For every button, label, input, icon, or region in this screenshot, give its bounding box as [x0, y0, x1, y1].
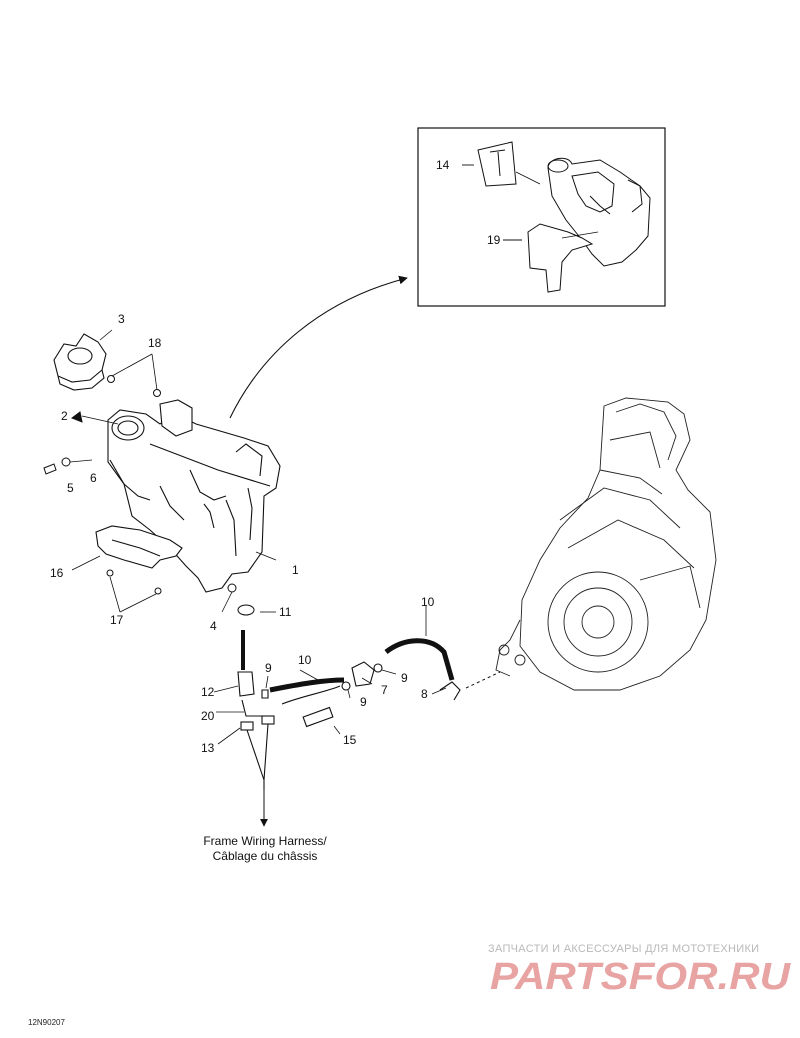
inset-view: [417, 127, 666, 307]
detail-arrow: [229, 275, 408, 419]
callout-9-b: 9: [360, 695, 367, 709]
callout-4: 4: [210, 619, 217, 633]
harness-label: Frame Wiring Harness/ Câblage du châssis: [180, 834, 350, 864]
engine-connection-line: [465, 671, 501, 689]
callout-9-a: 9: [265, 661, 272, 675]
callout-16: 16: [50, 566, 64, 580]
figure-code: 12N90207: [28, 1018, 65, 1027]
sensor-hose-assembly: [237, 630, 461, 790]
harness-label-line2: Câblage du châssis: [212, 849, 318, 863]
callout-19: 19: [487, 233, 501, 247]
callout-labels: 1 2 3 4 5 6 7 8 9 9 9 10 10 11 12 13 14 …: [50, 158, 501, 755]
callout-13: 13: [201, 741, 215, 755]
callout-3: 3: [118, 312, 125, 326]
callout-17: 17: [110, 613, 124, 627]
nut-icon: [153, 389, 161, 397]
callout-9-c: 9: [401, 671, 408, 685]
gasket-icon: [70, 411, 83, 423]
watermark-logo: PARTSFOR.RU: [490, 956, 792, 998]
callout-15: 15: [343, 733, 357, 747]
screw-icon: [106, 569, 114, 577]
svg-text:PARTSFOR.RU: PARTSFOR.RU: [490, 956, 792, 998]
callout-14: 14: [436, 158, 450, 172]
harness-label-line1: Frame Wiring Harness/: [203, 834, 327, 848]
inset-heat-shield: [527, 223, 599, 293]
callout-18: 18: [148, 336, 162, 350]
callout-5: 5: [67, 481, 74, 495]
leader-lines: [69, 329, 447, 745]
screw-icon: [43, 463, 57, 475]
grommet-icon: [237, 604, 255, 616]
inset-label-decal: [477, 141, 541, 187]
callout-8: 8: [421, 687, 428, 701]
inset-tank: [547, 157, 651, 267]
inset-frame: [417, 127, 666, 307]
callout-7: 7: [381, 683, 388, 697]
callout-2: 2: [61, 409, 68, 423]
hardware: [43, 375, 255, 616]
callout-11: 11: [279, 605, 292, 619]
filler-cap: [53, 333, 107, 391]
nut-icon: [107, 375, 115, 383]
callout-6: 6: [90, 471, 97, 485]
nut-icon: [227, 583, 237, 593]
callout-1: 1: [292, 563, 299, 577]
watermark-tagline: ЗАПЧАСТИ И АКСЕССУАРЫ ДЛЯ МОТОТЕХНИКИ: [488, 943, 760, 955]
callout-10-a: 10: [298, 653, 312, 667]
washer-icon: [61, 457, 71, 467]
callout-20: 20: [201, 709, 215, 723]
tank-assembly: [53, 333, 281, 593]
screw-icon: [154, 587, 162, 595]
callout-12: 12: [201, 685, 215, 699]
engine: [495, 397, 717, 691]
callout-10-b: 10: [421, 595, 435, 609]
